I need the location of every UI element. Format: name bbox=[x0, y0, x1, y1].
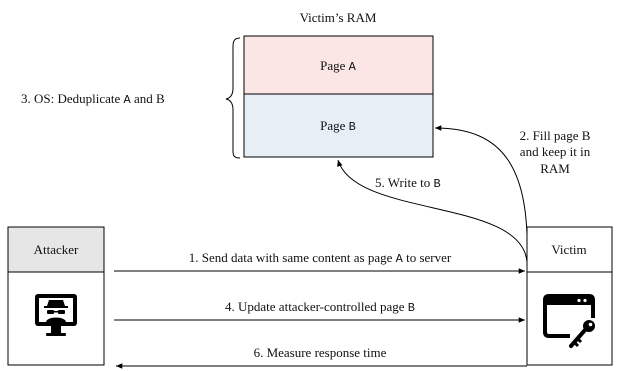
page-a-label: Page A bbox=[320, 58, 357, 74]
victim-body bbox=[526, 271, 613, 366]
page-b-box bbox=[243, 93, 434, 158]
step4-label: 4. Update attacker-controlled page B bbox=[225, 299, 415, 315]
page-a-box bbox=[243, 35, 434, 95]
step5-arrow bbox=[337, 159, 528, 263]
ram-title: Victim’s RAM bbox=[300, 10, 377, 25]
step2-line3: RAM bbox=[540, 161, 570, 176]
step1-label: 1. Send data with same content as page A… bbox=[189, 250, 452, 266]
attacker-label: Attacker bbox=[34, 242, 79, 257]
page-b-label: Page B bbox=[320, 118, 356, 134]
step2-arrow bbox=[434, 125, 528, 263]
step6-label: 6. Measure response time bbox=[254, 345, 387, 360]
step5-label: 5. Write to B bbox=[375, 175, 441, 191]
spy-monitor-icon bbox=[35, 294, 77, 336]
browser-key-icon bbox=[543, 294, 595, 348]
victim-label: Victim bbox=[551, 242, 586, 257]
step2-line1: 2. Fill page B bbox=[520, 128, 591, 143]
dedup-brace bbox=[225, 37, 241, 159]
step2-line2: and keep it in bbox=[520, 144, 591, 159]
step3-label: 3. OS: Deduplicate A and B bbox=[21, 91, 165, 107]
